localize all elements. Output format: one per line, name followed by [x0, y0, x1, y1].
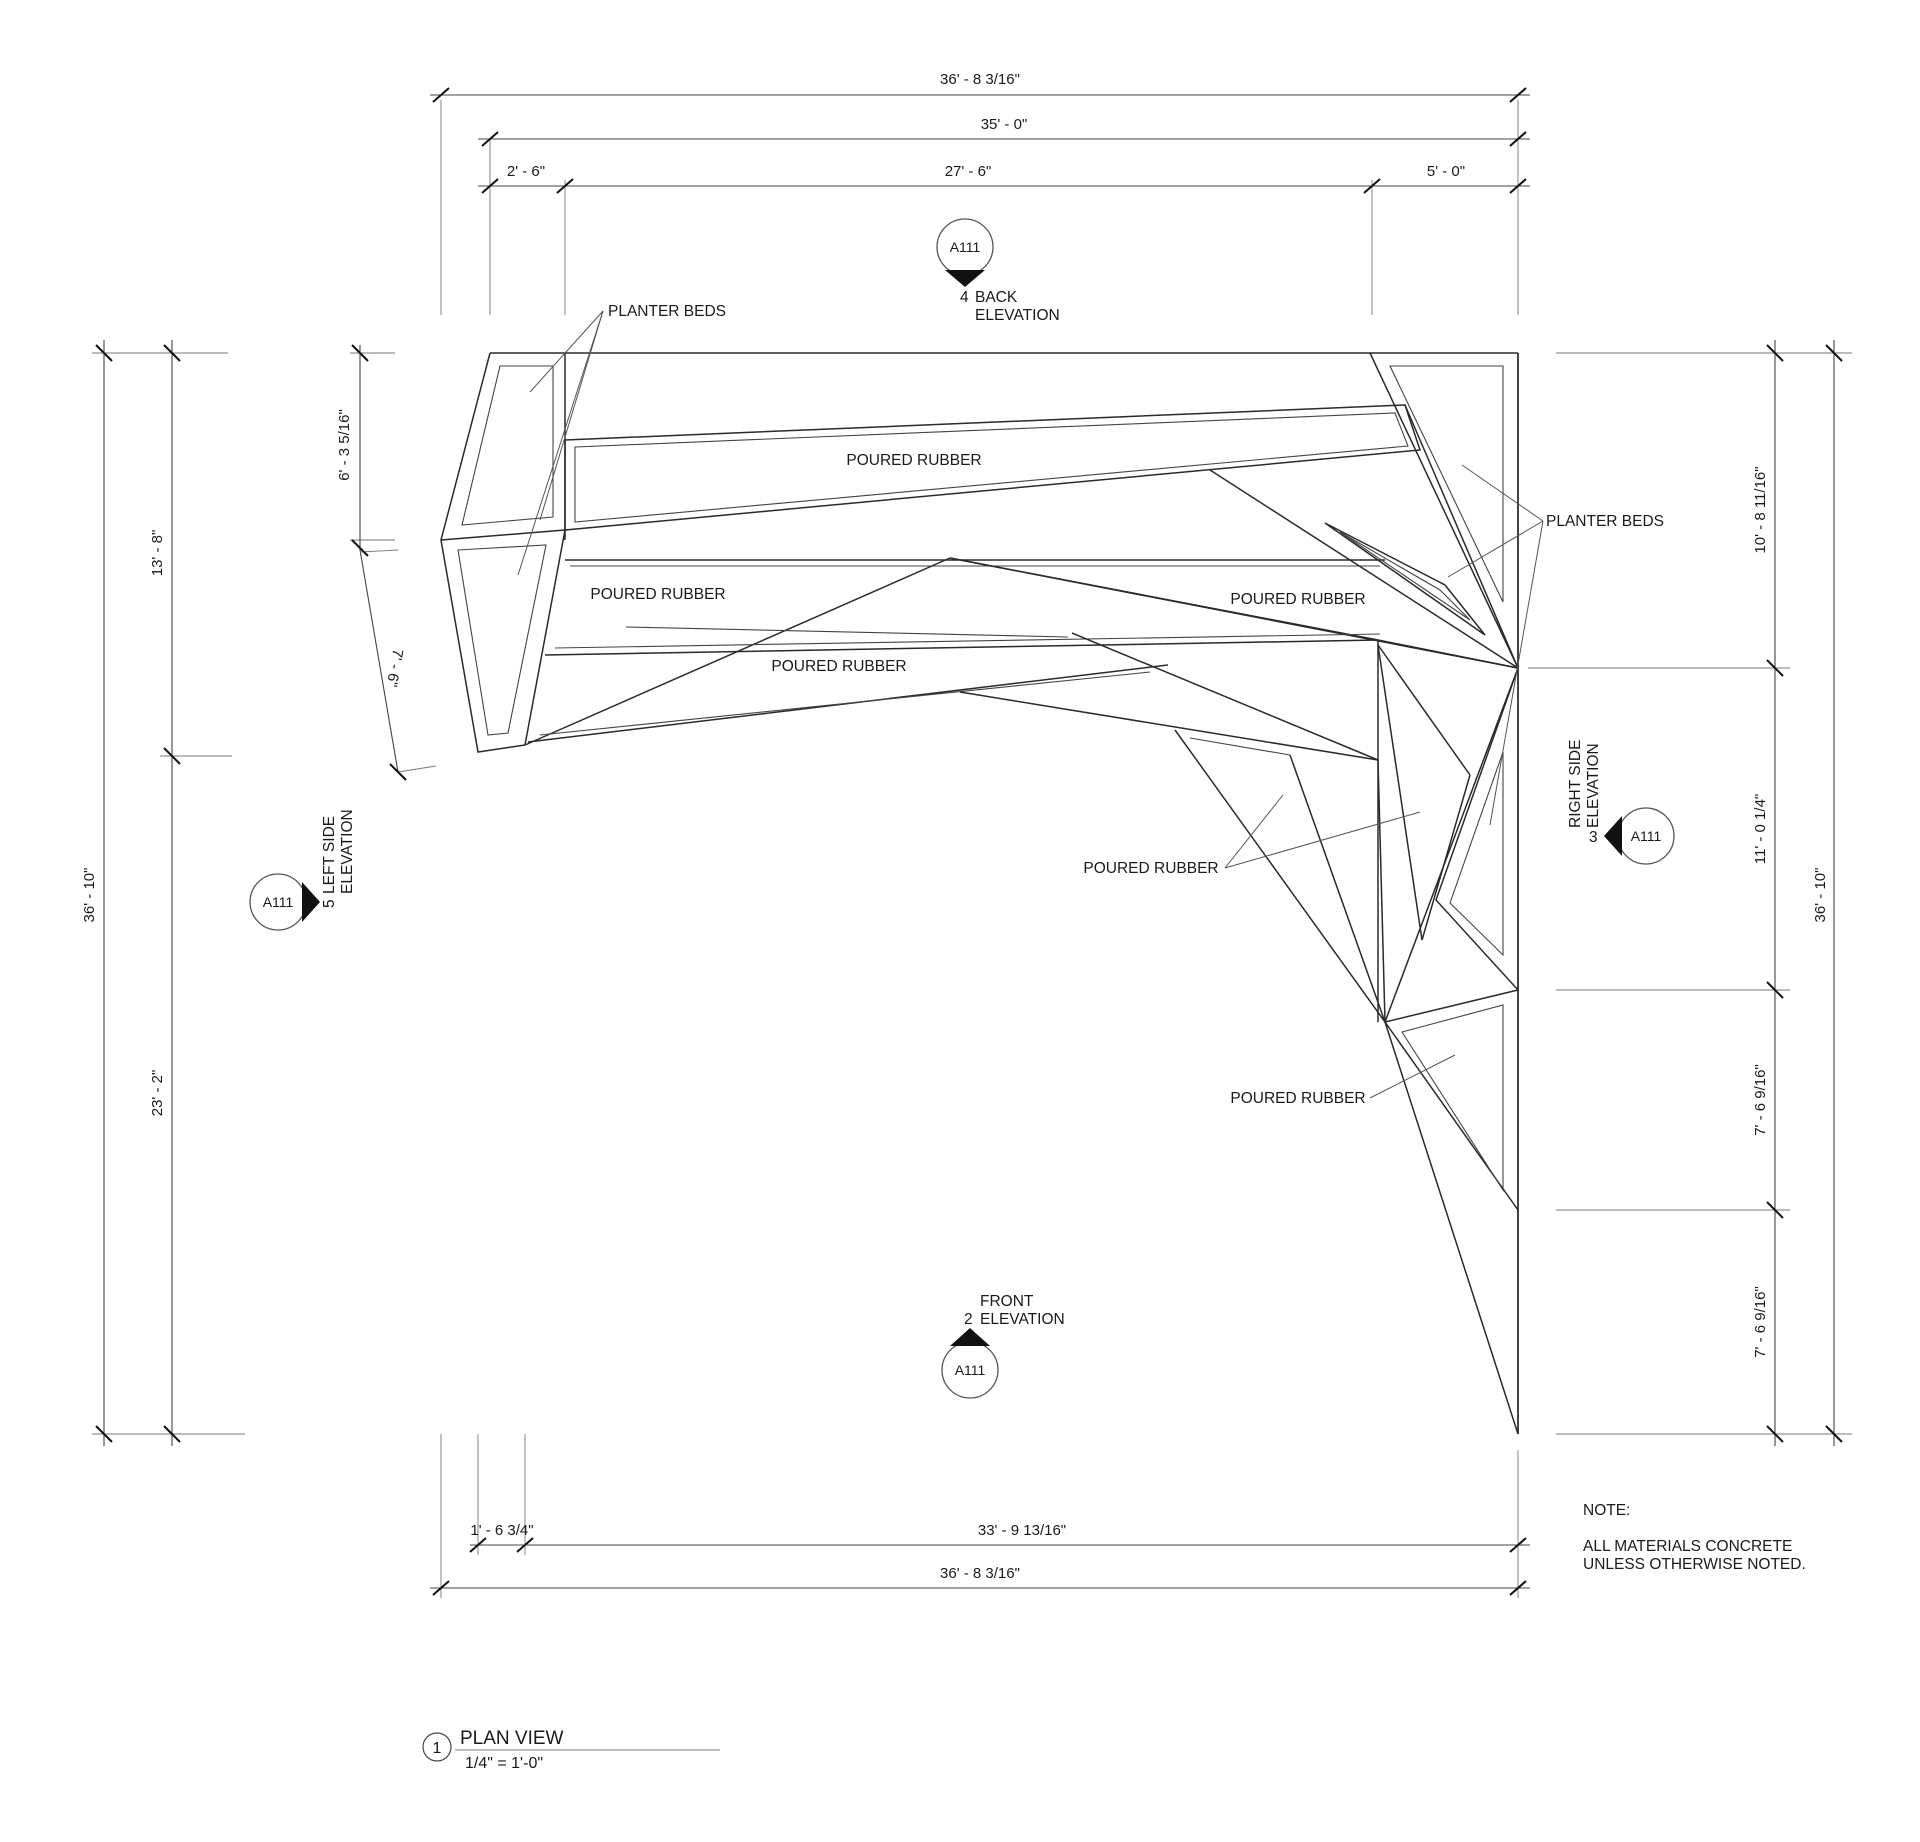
general-note: NOTE: ALL MATERIALS CONCRETE UNLESS OTHE…: [1583, 1502, 1806, 1573]
bottom-dimensions: 1' - 6 3/4" 33' - 9 13/16" 36' - 8 3/16": [430, 1434, 1530, 1598]
title-plan-view: PLAN VIEW: [460, 1728, 564, 1749]
elevation-front-title-2: ELEVATION: [980, 1311, 1065, 1328]
title-number: 1: [433, 1740, 442, 1757]
elevation-front-title-1: FRONT: [980, 1293, 1034, 1310]
dim-left-lower: 23' - 2": [149, 1070, 166, 1117]
material-labels: PLANTER BEDS PLANTER BEDS POURED RUBBER …: [590, 303, 1664, 1107]
label-poured-rubber-4: POURED RUBBER: [771, 658, 906, 675]
elevation-left-title-1: LEFT SIDE: [321, 816, 338, 894]
elevation-left-number: 5: [321, 899, 338, 908]
dim-top-inner: 35' - 0": [981, 116, 1028, 133]
note-heading: NOTE:: [1583, 1502, 1630, 1519]
elevation-right-number: 3: [1589, 829, 1598, 846]
label-poured-rubber-2: POURED RUBBER: [590, 586, 725, 603]
elevation-front-number: 2: [964, 1311, 973, 1328]
label-poured-rubber-5: POURED RUBBER: [1083, 860, 1218, 877]
elevation-right-sheet: A111: [1631, 828, 1662, 844]
dim-left-overall: 36' - 10": [81, 868, 98, 923]
elevation-marker-front[interactable]: A111 FRONT 2 ELEVATION: [941, 1293, 1065, 1399]
elevation-left-sheet: A111: [263, 894, 294, 910]
leader-arrows: [517, 310, 1544, 1099]
elevation-back-title-1: BACK: [975, 289, 1018, 306]
plan-geometry: [440, 352, 1519, 1435]
elevation-marker-right[interactable]: A111 3 RIGHT SIDE ELEVATION: [1567, 740, 1675, 865]
elevation-left-title-2: ELEVATION: [339, 809, 356, 894]
dim-right-1: 10' - 8 11/16": [1752, 466, 1769, 553]
note-line-2: UNLESS OTHERWISE NOTED.: [1583, 1556, 1806, 1573]
title-scale: 1/4" = 1'-0": [465, 1755, 543, 1772]
elevation-marker-left[interactable]: A111 5 LEFT SIDE ELEVATION: [249, 809, 356, 931]
dim-top-mid-seg: 27' - 6": [945, 163, 992, 180]
label-planter-beds-right: PLANTER BEDS: [1546, 513, 1664, 530]
dim-top-overall: 36' - 8 3/16": [940, 71, 1020, 88]
dim-left-planter-top: 6' - 3 5/16": [336, 409, 353, 481]
dim-bottom-overall: 36' - 8 3/16": [940, 1565, 1020, 1582]
label-poured-rubber-3: POURED RUBBER: [1230, 591, 1365, 608]
dim-right-3: 7' - 6 9/16": [1752, 1064, 1769, 1136]
dim-right-2: 11' - 0 1/4": [1752, 794, 1769, 864]
dim-top-right-seg: 5' - 0": [1427, 163, 1465, 180]
top-dimensions: 36' - 8 3/16" 35' - 0" 2' - 6" 27' - 6" …: [430, 71, 1530, 315]
elevation-back-sheet: A111: [950, 239, 981, 255]
label-poured-rubber-6: POURED RUBBER: [1230, 1090, 1365, 1107]
elevation-front-sheet: A111: [955, 1362, 986, 1378]
dim-bottom-left-seg: 1' - 6 3/4": [470, 1522, 533, 1539]
elevation-right-title-1: RIGHT SIDE: [1567, 740, 1584, 828]
right-dimensions: 10' - 8 11/16" 11' - 0 1/4" 7' - 6 9/16"…: [1528, 340, 1852, 1446]
left-dimensions: 36' - 10" 13' - 8" 23' - 2" 6' - 3 5/16"…: [81, 340, 437, 1446]
dim-left-upper: 13' - 8": [149, 530, 166, 577]
elevation-marker-back[interactable]: A111 4 BACK ELEVATION: [936, 218, 1060, 324]
dim-right-overall: 36' - 10": [1812, 868, 1829, 923]
dim-top-left-seg: 2' - 6": [507, 163, 545, 180]
elevation-back-title-2: ELEVATION: [975, 307, 1060, 324]
elevation-back-number: 4: [960, 289, 969, 306]
dim-right-4: 7' - 6 9/16": [1752, 1286, 1769, 1358]
dim-bottom-mid-seg: 33' - 9 13/16": [978, 1522, 1066, 1539]
label-planter-beds-left: PLANTER BEDS: [608, 303, 726, 320]
drawing-title-block: 1 PLAN VIEW 1/4" = 1'-0": [422, 1728, 720, 1772]
note-line-1: ALL MATERIALS CONCRETE: [1583, 1538, 1792, 1555]
dim-left-planter-angle: 7' - 6": [383, 647, 406, 688]
label-poured-rubber-1: POURED RUBBER: [846, 452, 981, 469]
elevation-right-title-2: ELEVATION: [1585, 743, 1602, 828]
